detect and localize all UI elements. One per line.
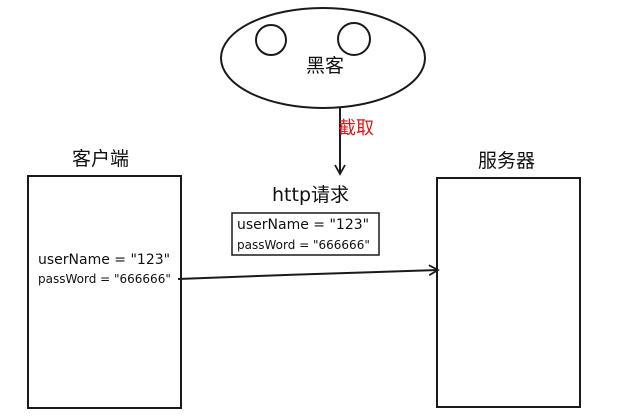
hacker-right-eye bbox=[337, 22, 371, 56]
intercept-label: 截取 bbox=[338, 118, 374, 139]
request-flow-arrow bbox=[177, 264, 440, 280]
client-username-line: userName = "123" bbox=[38, 252, 170, 268]
intercept-arrow-group: 截取 bbox=[334, 108, 374, 176]
client-box bbox=[27, 175, 182, 409]
hacker-node: 黑客 bbox=[220, 7, 426, 109]
server-box bbox=[436, 177, 581, 408]
http-request-title: http请求 bbox=[272, 184, 349, 206]
client-node: userName = "123" passWord = "666666" bbox=[27, 175, 182, 409]
http-request-box: userName = "123" passWord = "666666" bbox=[231, 212, 380, 256]
hacker-left-eye bbox=[255, 24, 287, 56]
hacker-label: 黑客 bbox=[306, 55, 344, 77]
client-title: 客户端 bbox=[72, 148, 129, 170]
http-request-box-outline bbox=[231, 212, 380, 256]
client-password-line: passWord = "666666" bbox=[38, 272, 171, 286]
hacker-head-outline bbox=[220, 7, 426, 109]
server-title: 服务器 bbox=[478, 150, 535, 172]
request-username-line: userName = "123" bbox=[237, 217, 369, 233]
request-password-line: passWord = "666666" bbox=[237, 238, 370, 252]
